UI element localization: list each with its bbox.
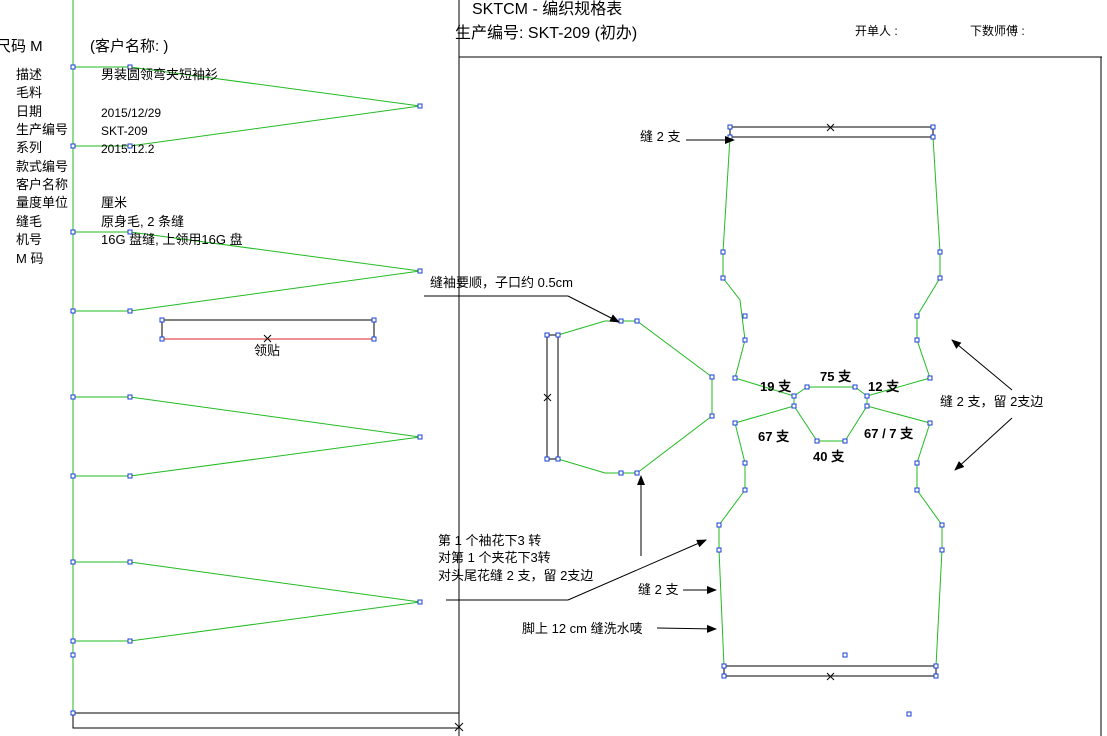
dim-12: 12 支 [868, 379, 900, 394]
annotation-arrows [424, 136, 1013, 633]
info-label: 量度单位 [16, 195, 69, 210]
info-value: 16G 盘缝, 上领用16G 盘 [101, 232, 243, 247]
size-label: 尺码 M [0, 38, 43, 55]
seam-bottom-note: 缝 2 支 [638, 582, 679, 597]
dim-67: 67 支 [758, 429, 790, 444]
dim-19: 19 支 [760, 379, 792, 394]
sleeve-seam-note: 缝袖要顺，子口约 0.5cm [430, 275, 574, 290]
sleeve-piece [543, 318, 715, 476]
info-value: 厘米 [101, 195, 128, 210]
customer-label: (客户名称: ) [90, 38, 169, 55]
order-person-label: 开单人 : [855, 24, 898, 38]
body-panel-nodes [70, 64, 423, 716]
production-number-header: 生产编号: SKT-209 (初办) [455, 25, 638, 42]
info-label: 毛料 [16, 85, 43, 100]
calc-master-label: 下数师傅 : [970, 24, 1025, 38]
info-label: 描述 [16, 67, 43, 82]
dim-75: 75 支 [820, 369, 852, 384]
dim-40: 40 支 [813, 449, 845, 464]
flower-note-1: 第 1 个袖花下3 转 [438, 533, 542, 548]
info-value: 男装圆领弯夹短袖衫 [101, 67, 219, 82]
body-piece [716, 123, 945, 717]
info-value: 2015/12/29 [101, 106, 162, 120]
info-label: 系列 [16, 140, 43, 155]
wash-label-note: 脚上 12 cm 缝洗水唛 [522, 621, 643, 636]
info-value: SKT-209 [101, 124, 148, 138]
info-value: 原身毛, 2 条缝 [101, 214, 185, 229]
collar-label: 领贴 [254, 343, 281, 358]
sheet-title: SKTCM - 编织规格表 [472, 1, 623, 18]
info-label: 客户名称 [16, 177, 69, 192]
collar-band [159, 317, 377, 343]
info-label: M 码 [16, 251, 44, 266]
flower-note-2: 对第 1 个夹花下3转 [438, 550, 551, 565]
seam-top-note: 缝 2 支 [640, 129, 681, 144]
info-label: 款式编号 [16, 159, 69, 174]
info-label: 生产编号 [16, 122, 69, 137]
info-label: 机号 [16, 232, 43, 247]
info-value: 2015.12.2 [101, 142, 155, 156]
dim-67-7: 67 / 7 支 [864, 426, 914, 441]
flower-note-3: 对头尾花缝 2 支，留 2支边 [438, 568, 594, 583]
frame [72, 0, 1102, 736]
seam-right-note: 缝 2 支，留 2支边 [940, 394, 1044, 409]
info-label: 日期 [16, 104, 43, 119]
info-label: 缝毛 [16, 214, 43, 229]
